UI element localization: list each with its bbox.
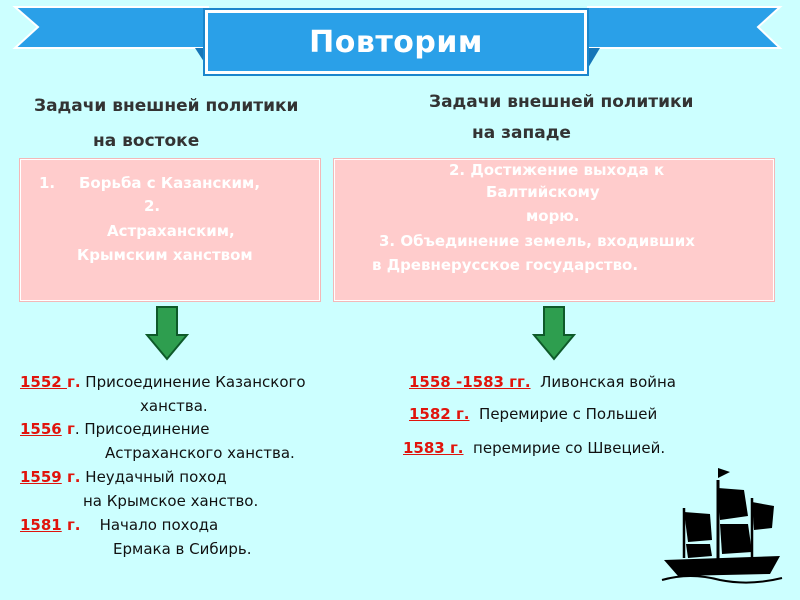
west-heading-line1: Задачи внешней политики [429,92,694,112]
east-event-2-cont: Астраханского ханства. [105,444,295,462]
east-event-4-cont: Ермака в Сибирь. [113,540,252,558]
down-arrow-icon [145,306,189,361]
west-box-line3: морю. [526,207,580,225]
east-box-number: 1. [39,174,56,192]
east-box-line4: Крымским ханством [77,246,253,264]
east-box-line2: 2. [144,197,161,215]
east-event-3-cont: на Крымское ханство. [83,492,259,510]
west-box-line1: 2. Достижение выхода к [449,161,665,179]
west-event-3: 1583 г. перемирие со Швецией. [403,439,666,457]
west-box-line5: в Древнерусское государство. [372,256,639,274]
west-event-1: 1558 -1583 гг. Ливонская война [409,373,676,391]
east-event-4: 1581 г. Начало похода [20,516,219,534]
east-event-3: 1559 г. Неудачный поход [20,468,227,486]
page-title: Повторим [309,24,483,60]
west-box-line2: Балтийскому [486,183,600,201]
west-event-2: 1582 г. Перемирие с Польшей [409,405,658,423]
east-event-1: 1552 г. Присоединение Казанского [20,373,306,391]
east-tasks-box: 1. Борьба с Казанским, 2. Астраханским, … [20,159,320,301]
east-heading-line1: Задачи внешней политики [34,96,299,116]
west-tasks-box: 2. Достижение выхода к Балтийскому морю.… [334,159,774,301]
east-box-line3: Астраханским, [107,222,235,240]
east-box-line1: Борьба с Казанским, [79,174,261,192]
title-banner: Повторим [205,10,587,74]
east-event-1-cont: ханства. [140,397,208,415]
west-box-line4: 3. Объединение земель, входивших [379,232,695,250]
west-heading-line2: на западе [472,123,571,143]
ribbon-banner [12,6,783,68]
down-arrow-icon [532,306,576,361]
sailing-ship-icon [661,468,783,584]
east-heading-line2: на востоке [93,131,200,151]
east-event-2: 1556 г. Присоединение [20,420,210,438]
